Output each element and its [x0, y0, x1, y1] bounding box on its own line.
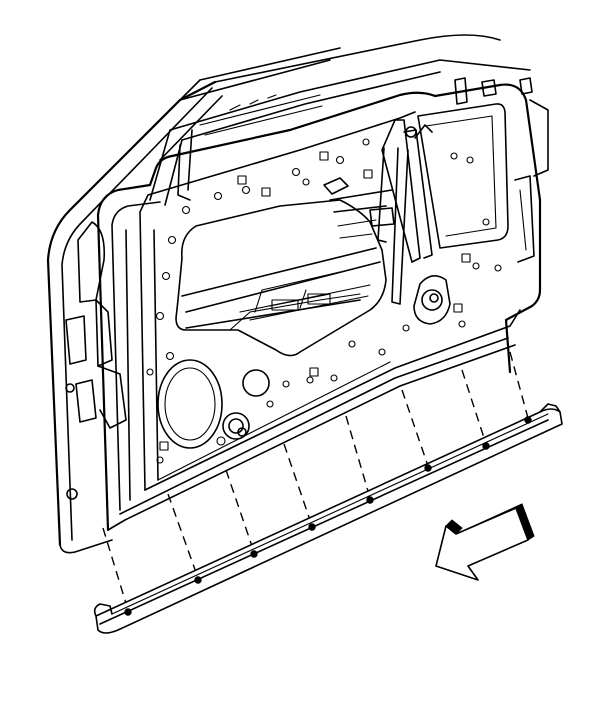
- window-frame: [149, 59, 531, 206]
- fastener-8: [524, 416, 532, 424]
- fastener-5: [366, 496, 374, 504]
- speaker-opening: [157, 359, 270, 449]
- fasteners: [124, 416, 532, 616]
- fastener-2: [194, 576, 202, 584]
- panel-large-opening: [175, 199, 387, 357]
- mounting-holes: [146, 138, 502, 464]
- door-lower-weatherstrip: [93, 403, 563, 634]
- fastener-1: [124, 608, 132, 616]
- door-latch-area: [454, 77, 549, 263]
- door-outer-shell: [46, 34, 501, 554]
- window-regulator: [323, 103, 509, 325]
- door-inner-panel: [65, 83, 542, 532]
- fastener-4: [308, 523, 316, 531]
- direction-arrow-icon: [435, 503, 535, 581]
- fastener-7: [482, 442, 490, 450]
- fastener-guide-lines: [102, 351, 529, 611]
- fastener-3: [250, 550, 258, 558]
- fastener-6: [424, 464, 432, 472]
